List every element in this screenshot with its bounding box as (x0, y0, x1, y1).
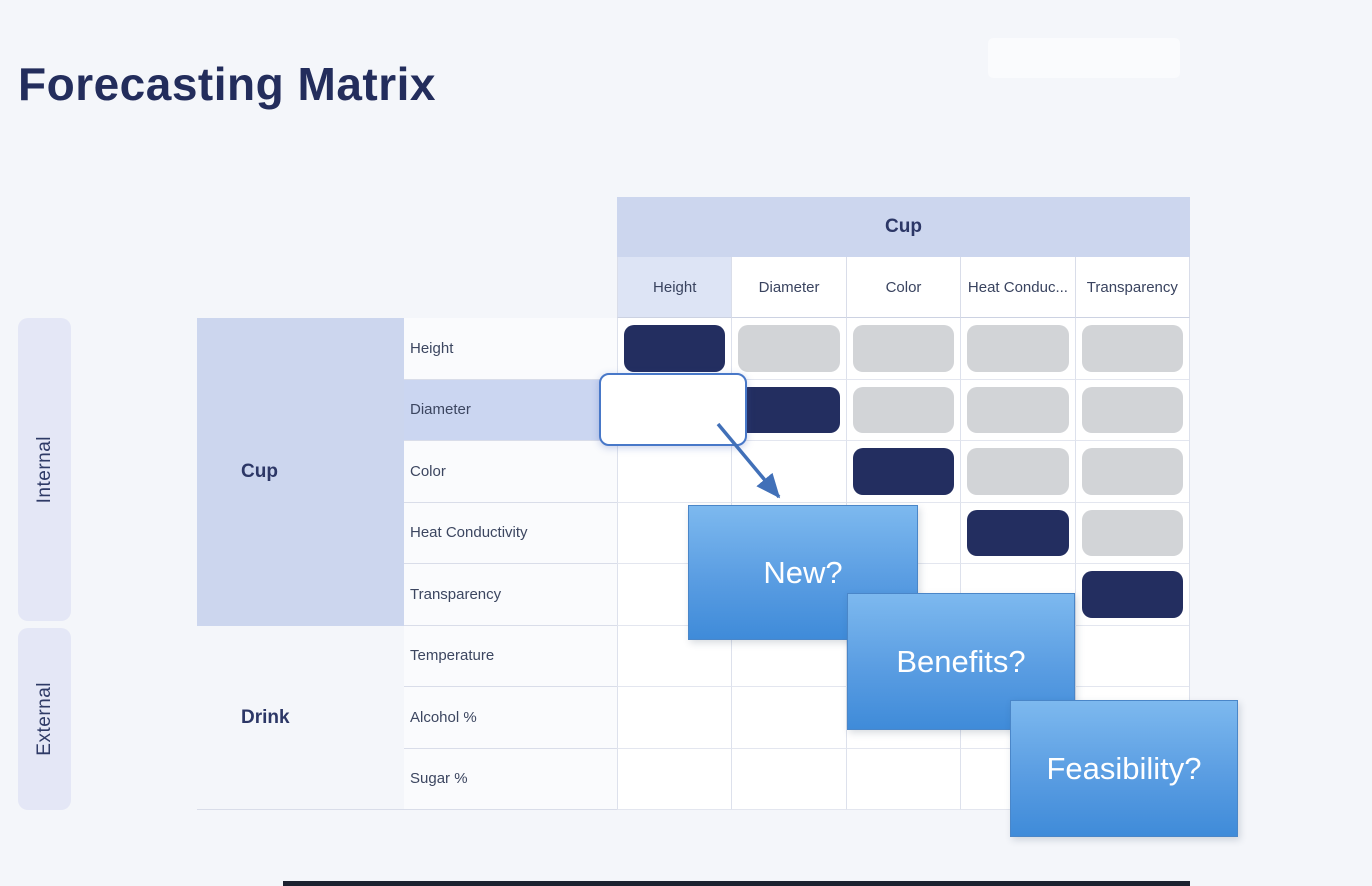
side-tab-internal-label: Internal (33, 435, 55, 504)
gray-marker (967, 325, 1069, 372)
cell-height-transparency[interactable] (1074, 318, 1189, 380)
gray-marker (852, 386, 955, 433)
diagonal-marker (738, 386, 840, 433)
cell-color-color[interactable] (845, 441, 961, 503)
cell-color-heat-conduc[interactable] (960, 441, 1075, 503)
row-label-transparency: Transparency (404, 564, 617, 626)
highlight-ghost (988, 38, 1180, 78)
cell-temperature-transparency[interactable] (1074, 625, 1189, 687)
side-tab-internal[interactable]: Internal (18, 318, 71, 621)
cell-height-height[interactable] (617, 318, 732, 380)
gray-marker (1081, 509, 1183, 556)
side-tab-external-label: External (33, 682, 55, 756)
gray-marker (1081, 386, 1183, 433)
cell-color-diameter[interactable] (731, 441, 846, 503)
cell-color-height[interactable] (617, 441, 732, 503)
row-label-heat-conductivity: Heat Conductivity (404, 502, 617, 564)
gray-marker (967, 448, 1069, 495)
column-header-transparency: Transparency (1074, 257, 1191, 318)
cell-diameter-diameter[interactable] (731, 379, 846, 441)
cell-diameter-color[interactable] (845, 379, 961, 441)
cell-height-color[interactable] (845, 318, 961, 380)
callout-benefits[interactable]: Benefits? (847, 593, 1075, 730)
row-label-sugar: Sugar % (404, 748, 617, 810)
cell-height-heat-conduc[interactable] (960, 318, 1075, 380)
diagonal-marker (1081, 571, 1183, 618)
row-label-diameter: Diameter (404, 379, 617, 441)
selected-cell[interactable] (599, 373, 747, 446)
row-label-alcohol: Alcohol % (404, 687, 617, 749)
row-label-temperature: Temperature (404, 625, 617, 687)
diagonal-marker (624, 325, 726, 372)
bottom-bar (283, 881, 1190, 886)
gray-marker (967, 386, 1069, 433)
cell-sugar-diameter[interactable] (731, 748, 846, 810)
diagonal-marker (852, 448, 955, 495)
row-group-cup: Cup (197, 318, 404, 626)
gray-marker (1081, 325, 1183, 372)
diagonal-marker (967, 509, 1069, 556)
cell-sugar-color[interactable] (845, 748, 961, 810)
gray-marker (1081, 448, 1183, 495)
column-header-height: Height (617, 257, 732, 318)
page-title: Forecasting Matrix (18, 57, 436, 110)
cell-alcohol-diameter[interactable] (731, 687, 846, 749)
gray-marker (852, 325, 955, 372)
column-header-color: Color (845, 257, 961, 318)
cell-alcohol-height[interactable] (617, 687, 732, 749)
cell-diameter-transparency[interactable] (1074, 379, 1189, 441)
cell-sugar-height[interactable] (617, 748, 732, 810)
side-tab-external[interactable]: External (18, 628, 71, 810)
callout-feasibility[interactable]: Feasibility? (1010, 700, 1238, 837)
cell-height-diameter[interactable] (731, 318, 846, 380)
column-header-diameter: Diameter (731, 257, 846, 318)
column-header-heat-conduc: Heat Conduc... (960, 257, 1075, 318)
row-label-height: Height (404, 318, 617, 380)
cell-diameter-heat-conduc[interactable] (960, 379, 1075, 441)
row-label-color: Color (404, 441, 617, 503)
gray-marker (738, 325, 840, 372)
cell-transparency-transparency[interactable] (1074, 564, 1189, 626)
cell-color-transparency[interactable] (1074, 441, 1189, 503)
cell-heat-conductivity-heat-conduc[interactable] (960, 502, 1075, 564)
row-group-drink: Drink (197, 626, 404, 810)
cell-heat-conductivity-transparency[interactable] (1074, 502, 1189, 564)
matrix-column-group-header: Cup (617, 197, 1190, 257)
